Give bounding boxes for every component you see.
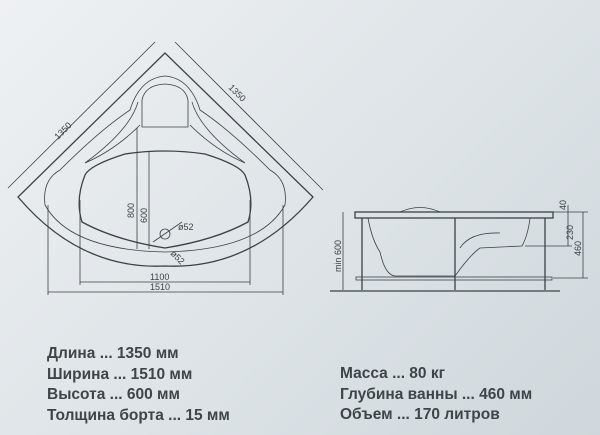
dim-depth-inner: 600 xyxy=(139,208,149,223)
headrest xyxy=(141,83,189,128)
dim-side-left: 1350 xyxy=(52,120,73,141)
spec-width: Ширина ... 1510 мм xyxy=(47,365,193,383)
rim xyxy=(354,211,554,219)
dim-side-right: 1350 xyxy=(227,82,248,103)
spec-rim-thickness: Толщина борта ... 15 мм xyxy=(47,406,230,424)
armrest-left xyxy=(84,101,141,164)
dim-rim: 40 xyxy=(558,200,568,210)
inner-rim xyxy=(44,75,286,253)
dim-min-height: min 600 xyxy=(333,240,343,272)
armrest-right xyxy=(189,101,246,164)
specs-left: Длина ... 1350 мм Ширина ... 1510 мм Выс… xyxy=(47,344,230,426)
dim-drain: ø52 xyxy=(178,222,194,232)
dim-depth-outer: 800 xyxy=(126,203,136,218)
spec-depth: Глубина ванны ... 460 мм xyxy=(340,385,533,403)
drain-icon xyxy=(159,228,171,240)
spec-height: Высота ... 600 мм xyxy=(47,386,180,403)
outer-rim xyxy=(17,52,314,267)
dim-outer-width: 1510 xyxy=(150,282,170,292)
spec-volume: Объем ... 170 литров xyxy=(340,406,500,423)
basin xyxy=(78,150,252,249)
specs-right: Масса ... 80 кг Глубина ванны ... 460 мм… xyxy=(340,364,532,426)
side-view: min 600 40 230 460 xyxy=(330,200,588,292)
dim-depth: 460 xyxy=(573,241,583,256)
dim-seat: 230 xyxy=(565,225,575,240)
top-view: 1350 1350 800 600 ø52 ø52 1100 1510 xyxy=(7,41,324,295)
spec-weight: Масса ... 80 кг xyxy=(340,365,446,382)
dim-inner-width: 1100 xyxy=(150,272,169,282)
spec-length: Длина ... 1350 мм xyxy=(47,345,179,362)
